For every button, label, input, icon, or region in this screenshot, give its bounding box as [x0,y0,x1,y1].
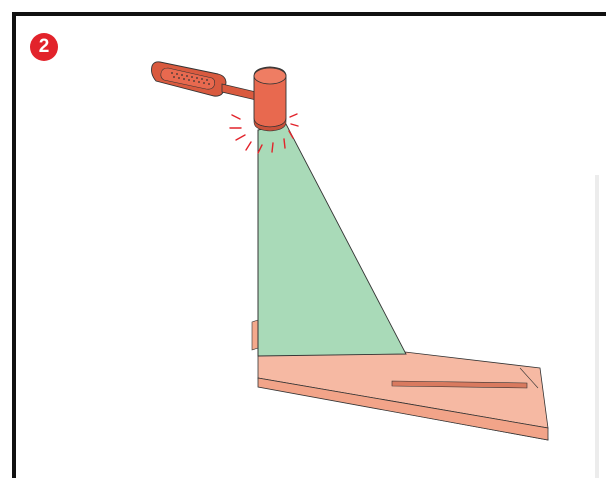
board-edge-strip [251,319,259,351]
hammer-icon [151,61,287,132]
step-number-badge: 2 [30,33,58,61]
base-board [257,347,549,441]
impact-burst-icon [229,113,299,154]
board-slot [391,380,528,389]
green-plate [257,123,407,357]
side-divider [595,175,599,478]
